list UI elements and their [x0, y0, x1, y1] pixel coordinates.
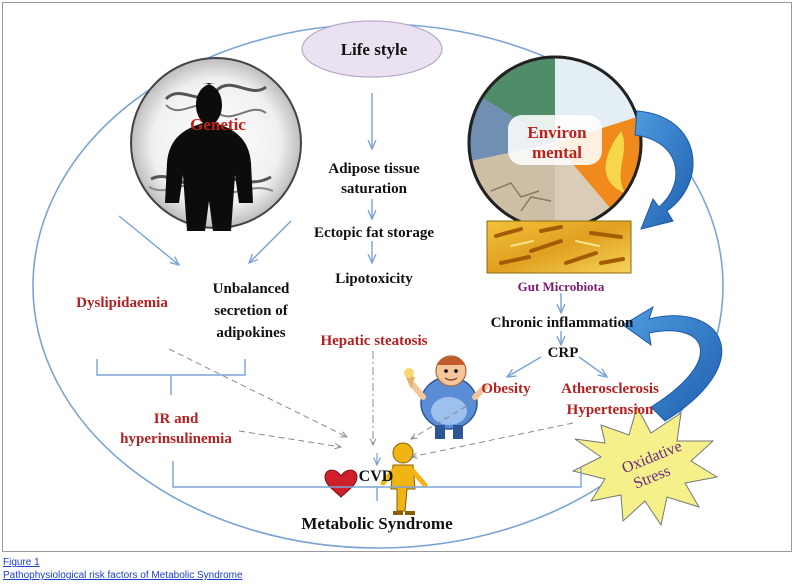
hepatic-steatosis-label: Hepatic steatosis	[320, 333, 428, 349]
arrow-genetic-to-adipokines	[249, 220, 292, 263]
caption-title-link[interactable]: Pathophysiological risk factors of Metab…	[3, 570, 243, 581]
adipokines-label-line1: Unbalanced	[212, 281, 290, 297]
adipokines-label-line3: adipokines	[216, 325, 286, 341]
gut-microbiota-label: Gut Microbiota	[517, 279, 605, 294]
dash-obesity-to-cvd	[411, 400, 476, 439]
environmental-label-line1: Environ	[527, 123, 587, 142]
figure-link[interactable]: Figure 1	[3, 557, 40, 568]
dash-athero-to-cvd	[411, 422, 574, 457]
figure-frame: Life style Genetic Environ mental Adipos…	[2, 2, 792, 552]
gut-microbiota-image	[486, 220, 632, 274]
adipose-label-line1: Adipose tissue	[328, 161, 420, 177]
hypertension-label: Hypertension	[566, 402, 654, 418]
environmental-label-line2: mental	[531, 143, 583, 162]
dash-adipokines-to-cvd	[168, 348, 347, 437]
arrow-genetic-to-dyslipidaemia	[118, 215, 179, 265]
adipose-label-line2: saturation	[341, 181, 407, 197]
lifestyle-label: Life style	[340, 40, 408, 59]
adipokines-label-line2: secretion of	[214, 303, 288, 319]
heart-image	[324, 469, 358, 498]
obese-child-image	[404, 355, 488, 439]
atherosclerosis-label: Atherosclerosis	[561, 381, 659, 397]
chronic-inflammation-label: Chronic inflammation	[490, 315, 634, 331]
arrow-crp-to-obesity	[507, 356, 542, 377]
crp-label: CRP	[547, 345, 579, 361]
lipotoxicity-label: Lipotoxicity	[335, 271, 413, 287]
big-arrow-env-to-gut	[634, 110, 694, 230]
lifestyle-ellipse	[301, 20, 443, 78]
arrow-crp-to-atherosclerosis	[578, 356, 607, 377]
diagram-canvas	[32, 20, 724, 549]
obesity-label: Obesity	[481, 381, 531, 397]
oxidative-stress-star	[571, 405, 719, 527]
dash-ir-to-cvd	[238, 430, 341, 447]
big-arrow-oxidative-to-inflammation	[622, 305, 723, 422]
genetic-label: Genetic	[190, 115, 246, 134]
ir-label-line1: IR and	[153, 411, 199, 427]
dyslipidaemia-label: Dyslipidaemia	[76, 295, 168, 311]
ectopic-label: Ectopic fat storage	[314, 225, 434, 241]
yellow-figure-image	[380, 442, 428, 515]
environmental-image	[467, 55, 643, 231]
bracket-bottom	[172, 461, 582, 501]
bracket-left	[96, 359, 246, 395]
metabolic-syndrome-label: Metabolic Syndrome	[301, 514, 453, 533]
genetic-image	[130, 57, 302, 231]
ir-label-line2: hyperinsulinemia	[120, 431, 232, 447]
cvd-label: CVD	[358, 468, 394, 485]
